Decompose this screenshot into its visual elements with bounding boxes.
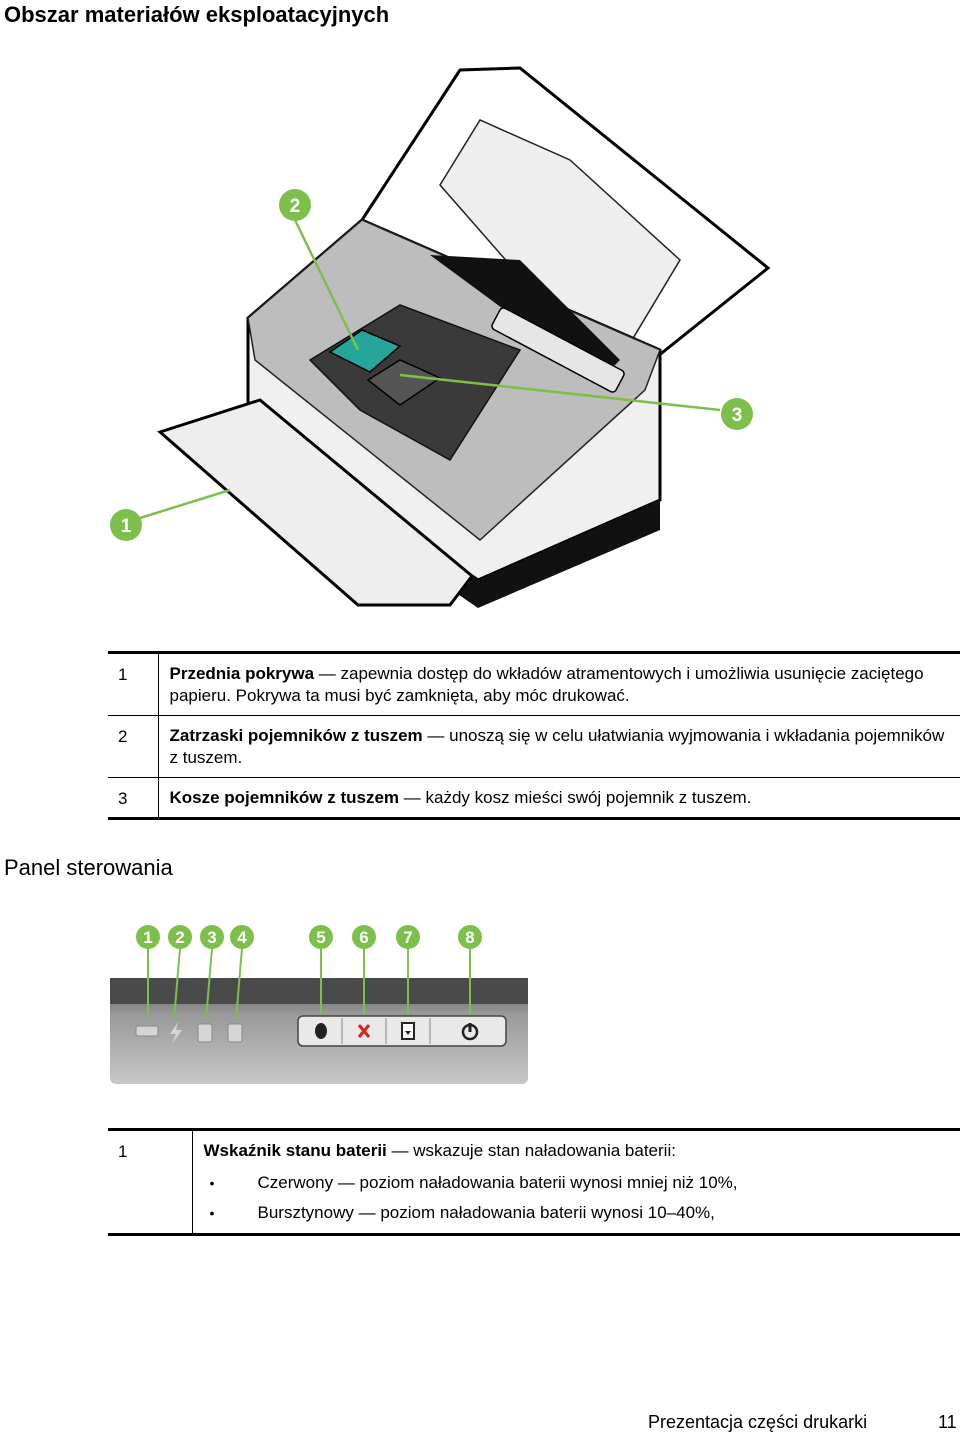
legend-text: unoszą się w celu ułatwiania wyjmowania … <box>169 726 945 767</box>
legend-term: Przednia pokrywa <box>169 664 315 683</box>
cartridge-latch <box>366 359 442 406</box>
battery-indicator-icon <box>135 1025 159 1037</box>
charging-indicator-icon <box>170 1022 182 1044</box>
callout-number-1: 1 <box>121 516 132 537</box>
legend-description: Zatrzaski pojemników z tuszem — unoszą s… <box>157 715 960 778</box>
legend-text: zapewnia dostęp do wkładów atramentowych… <box>169 664 924 705</box>
legend-table-supplies: 1 Przednia pokrywa — zapewnia dostęp do … <box>108 654 960 817</box>
callout-line-3 <box>399 373 721 412</box>
callout-circle-2 <box>279 189 311 221</box>
bullet-dash: — <box>333 1173 360 1192</box>
legend-dash: — <box>314 664 341 683</box>
control-panel-top-edge <box>110 978 528 1004</box>
cancel-button[interactable] <box>357 1024 371 1038</box>
callout-number-4: 4 <box>237 928 247 947</box>
printer-button-strip <box>491 307 625 393</box>
callout-circle-1 <box>110 509 142 541</box>
bluetooth-button[interactable] <box>315 1023 327 1039</box>
legend-description: Przednia pokrywa — zapewnia dostęp do wk… <box>157 654 960 716</box>
left-cartridge-indicator-icon <box>197 1023 213 1043</box>
callout-number-2: 2 <box>290 196 301 217</box>
legend-dash: — <box>399 788 426 807</box>
front-cover <box>157 398 475 607</box>
bullet-text: poziom naładowania baterii wynosi mniej … <box>359 1173 738 1192</box>
legend-text: wskazuje stan naładowania baterii: <box>413 1141 676 1160</box>
callout-number-5: 5 <box>316 928 325 947</box>
legend-number: 1 <box>108 654 158 716</box>
callout-circle-3 <box>200 925 224 949</box>
legend-table-control-panel: 1 Wskaźnik stanu baterii — wskazuje stan… <box>108 1131 960 1236</box>
callout-circle-4 <box>230 925 254 949</box>
callout-number-2: 2 <box>175 928 184 947</box>
callout-circle-5 <box>309 925 333 949</box>
bullet-term: Czerwony <box>257 1173 334 1192</box>
callout-circle-8 <box>458 925 482 949</box>
legend-description: Wskaźnik stanu baterii — wskazuje stan n… <box>191 1131 960 1236</box>
page-number: 11 <box>938 1412 957 1432</box>
bullet-text: poziom naładowania baterii wynosi 10–40%… <box>380 1203 715 1222</box>
printer-base-stripe <box>248 420 660 608</box>
right-cartridge-indicator-icon <box>227 1023 243 1043</box>
callout-line-2 <box>293 219 360 351</box>
legend-term: Kosze pojemników z tuszem <box>169 788 400 807</box>
legend-top-rule <box>108 651 960 654</box>
bullet-dot: • <box>209 1175 215 1191</box>
legend-number: 2 <box>108 715 158 778</box>
callout-number-7: 7 <box>403 928 412 947</box>
battery-state-list: • Czerwony — poziom naładowania baterii w… <box>204 1168 951 1228</box>
resume-button[interactable] <box>401 1022 415 1040</box>
legend-text: każdy kosz mieści swój pojemnik z tuszem… <box>425 788 752 807</box>
callout-number-8: 8 <box>465 928 474 947</box>
callout-circle-2 <box>168 925 192 949</box>
legend-description: Kosze pojemników z tuszem — każdy kosz m… <box>157 777 960 817</box>
bullet-dot: • <box>209 1205 215 1221</box>
callout-number-1: 1 <box>143 928 152 947</box>
control-panel-illustration: 1 2 3 4 5 6 7 8 <box>110 925 528 1084</box>
section-heading-supplies: Obszar materiałów eksploatacyjnych <box>4 2 390 27</box>
legend2-top-rule <box>108 1128 960 1131</box>
list-item: • Czerwony — poziom naładowania baterii w… <box>204 1168 951 1198</box>
legend-term: Wskaźnik stanu baterii <box>203 1141 387 1160</box>
legend-term: Zatrzaski pojemników z tuszem <box>169 726 423 745</box>
legend-dash: — <box>386 1141 414 1160</box>
table-row: 1 Przednia pokrywa — zapewnia dostęp do … <box>108 654 960 716</box>
legend-number: 1 <box>118 1142 128 1161</box>
legend-bottom-rule <box>108 817 960 820</box>
callout-circle-3 <box>721 398 753 430</box>
bluetooth-icon <box>315 1023 327 1039</box>
callout-circle-7 <box>396 925 420 949</box>
table-row: 2 Zatrzaski pojemników z tuszem — unoszą… <box>108 715 960 778</box>
resume-arrow-icon <box>405 1031 411 1035</box>
callout-number-3: 3 <box>207 928 216 947</box>
legend-dash: — <box>422 726 450 745</box>
bullet-term: Bursztynowy <box>257 1203 354 1222</box>
callout-number-6: 6 <box>359 928 368 947</box>
cancel-x-icon <box>357 1024 371 1038</box>
power-button[interactable] <box>461 1023 479 1041</box>
list-item: • Bursztynowy — poziom naładowania bateri… <box>204 1198 951 1228</box>
table-row: 1 Wskaźnik stanu baterii — wskazuje stan… <box>108 1131 960 1236</box>
legend-number: 3 <box>118 789 128 808</box>
printer-illustration: 2 3 1 <box>110 66 771 608</box>
legend2-bottom-rule <box>108 1233 960 1236</box>
callout-line-1 <box>139 488 231 520</box>
table-row: 3 Kosze pojemników z tuszem — każdy kosz… <box>108 777 960 817</box>
callout-number-3: 3 <box>732 405 743 426</box>
callout-circle-6 <box>352 925 376 949</box>
callout-circle-1 <box>136 925 160 949</box>
footer-label: Prezentacja części drukarki <box>648 1412 868 1432</box>
section-heading-control-panel: Panel sterowania <box>4 855 173 880</box>
bullet-dash: — <box>353 1203 381 1222</box>
